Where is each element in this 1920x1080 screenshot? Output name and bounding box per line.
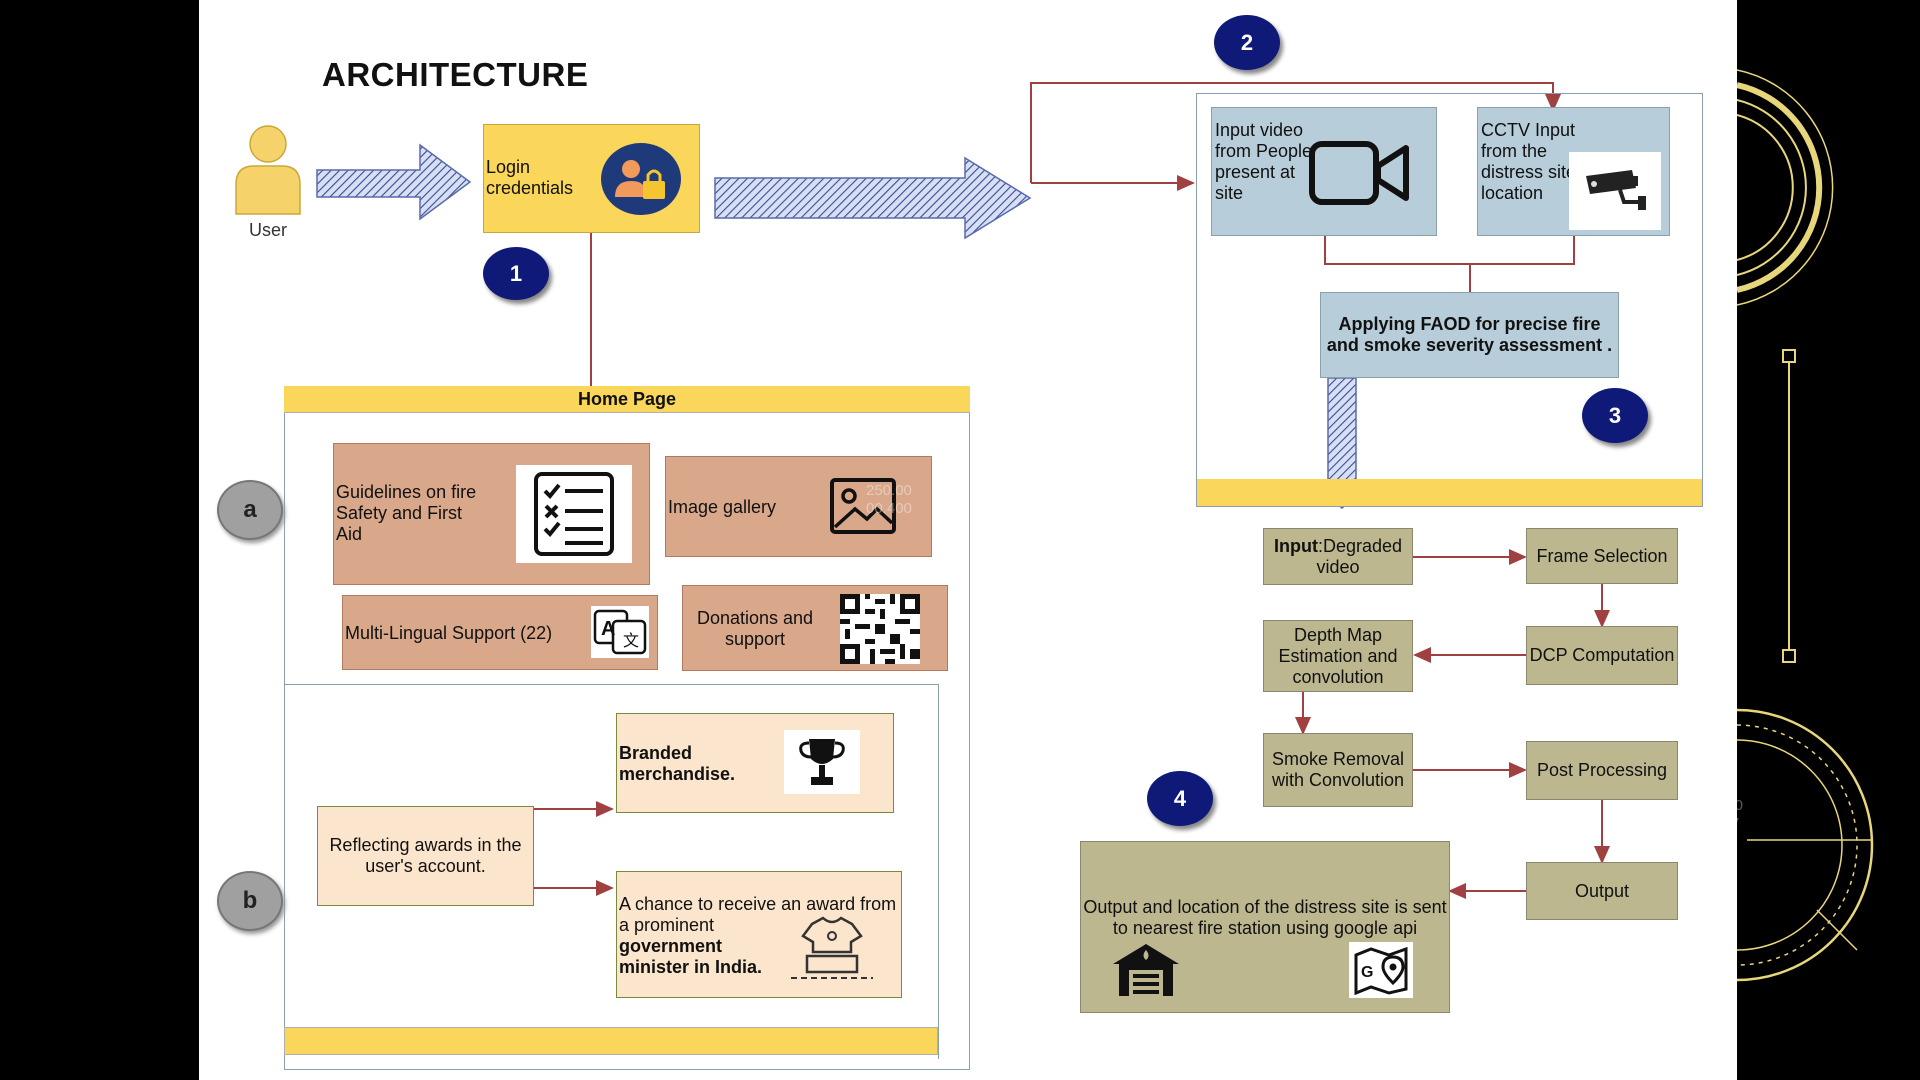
step-1-badge: 1 xyxy=(483,247,549,300)
login-to-detection-arrow xyxy=(714,156,1032,240)
user-lock-icon xyxy=(599,141,683,217)
detection-footer-bar xyxy=(1197,479,1702,506)
award-card[interactable]: A chance to receive an award from a prom… xyxy=(616,871,902,998)
bracket-line xyxy=(1782,349,1796,663)
depth-map-label: Depth Map Estimation and convolution xyxy=(1278,624,1398,687)
input-video-label: Input video from People present at site xyxy=(1215,120,1313,203)
translate-icon: A 文 xyxy=(591,606,649,658)
step-2-badge: 2 xyxy=(1214,15,1280,70)
faint-numbers-lower: 10.917000 65770HIV 10741 09269 xyxy=(1672,797,1743,868)
login-label: Login credentials xyxy=(486,157,574,198)
home-page-header: Home Page xyxy=(284,386,970,413)
checklist-icon xyxy=(516,465,632,563)
cctv-label: CCTV Input from the distress site locati… xyxy=(1481,120,1577,203)
step2-top-line xyxy=(1030,82,1561,183)
guidelines-card[interactable]: Guidelines on fire Safety and First Aid xyxy=(333,443,650,585)
fire-station-icon xyxy=(1111,942,1181,998)
guidelines-label: Guidelines on fire Safety and First Aid xyxy=(336,482,477,544)
input-video-card: Input video from People present at site xyxy=(1211,107,1437,236)
trophy-icon xyxy=(784,730,860,794)
user-label: User xyxy=(248,220,287,240)
section-b-border xyxy=(938,684,939,1059)
cctv-input-card: CCTV Input from the distress site locati… xyxy=(1477,107,1670,236)
decorative-rings xyxy=(1737,69,1874,982)
award-line2: government minister in India. xyxy=(619,936,763,977)
degraded-video-box: Input:Degraded video xyxy=(1263,528,1413,585)
detection-panel xyxy=(1196,93,1703,507)
section-a-badge: a xyxy=(217,480,283,540)
dcp-computation-box: DCP Computation xyxy=(1526,626,1678,685)
gallery-faint-numbers: 250.00 00.400 xyxy=(866,482,912,517)
faint-numbers-right: 0.9% 6770HAI 1101 xyxy=(1668,150,1727,203)
multilingual-label: Multi-Lingual Support (22) xyxy=(345,623,553,643)
upper-ring-icon xyxy=(1737,69,1834,306)
user-to-login-arrow xyxy=(316,143,472,221)
depth-map-box: Depth Map Estimation and convolution xyxy=(1263,620,1413,692)
qr-code-icon xyxy=(840,594,920,664)
donations-label: Donations and support xyxy=(696,608,814,649)
smoke-removal-box: Smoke Removal with Convolution xyxy=(1263,733,1413,807)
step-4-badge: 4 xyxy=(1147,771,1213,826)
image-gallery-label: Image gallery xyxy=(668,497,777,517)
image-icon xyxy=(829,477,897,535)
lower-ring-icon xyxy=(1737,708,1874,982)
inputs-join-line xyxy=(1324,236,1575,265)
reflecting-label: Reflecting awards in the user's account. xyxy=(329,835,522,876)
post-processing-box: Post Processing xyxy=(1526,741,1678,800)
svg-text:文: 文 xyxy=(623,632,639,650)
output-label: Output xyxy=(1574,880,1630,901)
image-gallery-card[interactable]: Image gallery 250.00 00.400 xyxy=(665,456,932,557)
donations-card[interactable]: Donations and support xyxy=(682,585,948,671)
final-output-box: Output and location of the distress site… xyxy=(1080,841,1450,1013)
cctv-camera-icon xyxy=(1569,152,1661,230)
reflecting-awards-card[interactable]: Reflecting awards in the user's account. xyxy=(317,806,534,906)
page-title: ARCHITECTURE xyxy=(322,56,589,93)
google-maps-icon: G xyxy=(1349,942,1413,998)
svg-text:A: A xyxy=(601,618,615,640)
frame-selection-label: Frame Selection xyxy=(1536,545,1668,566)
branded-label: Branded merchandise. xyxy=(619,743,736,784)
award-line1: A chance to receive an award from a prom… xyxy=(619,894,897,935)
home-page-footer-bar xyxy=(284,1027,938,1055)
user-icon xyxy=(232,124,304,216)
video-camera-icon xyxy=(1306,138,1416,208)
frame-selection-box: Frame Selection xyxy=(1526,528,1678,584)
login-box: Login credentials xyxy=(483,124,700,233)
step-3-badge: 3 xyxy=(1582,388,1648,443)
dcp-label: DCP Computation xyxy=(1529,645,1675,665)
section-divider xyxy=(284,684,938,685)
faod-card: Applying FAOD for precise fire and smoke… xyxy=(1320,292,1619,378)
post-processing-label: Post Processing xyxy=(1536,760,1668,780)
degraded-video-label: Input:Degraded video xyxy=(1273,535,1403,577)
section-b-badge: b xyxy=(217,871,283,931)
smoke-removal-label: Smoke Removal with Convolution xyxy=(1271,749,1405,790)
output-box: Output xyxy=(1526,862,1678,920)
faod-label: Applying FAOD for precise fire and smoke… xyxy=(1326,314,1613,355)
multilingual-card[interactable]: Multi-Lingual Support (22) A 文 xyxy=(342,595,658,670)
award-tshirt-icon xyxy=(787,916,877,986)
branded-merchandise-card[interactable]: Branded merchandise. xyxy=(616,713,894,813)
svg-text:G: G xyxy=(1361,964,1373,981)
final-output-label: Output and location of the distress site… xyxy=(1083,897,1447,938)
